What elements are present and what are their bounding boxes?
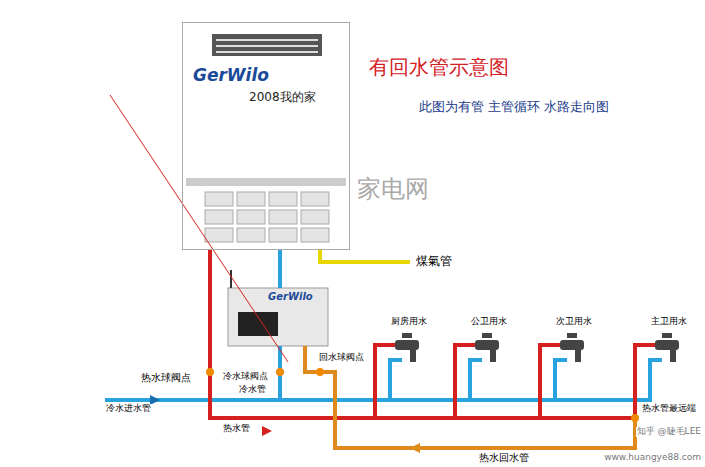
antenna xyxy=(230,270,232,288)
cold-pipe-connector xyxy=(278,250,282,288)
pipe-label: 热水球阀点 xyxy=(140,372,192,383)
pipe-label: 回水球阀点 xyxy=(318,353,365,363)
cold-pipe xyxy=(105,398,652,402)
watermark: www.huangye88.com xyxy=(603,453,702,463)
watermark: 知乎 @睫毛LEE xyxy=(636,427,702,437)
vent xyxy=(212,34,322,56)
pump-controller: GerWilo xyxy=(228,288,328,346)
watermark: 家电网 xyxy=(356,176,430,202)
pipe-label: 次卫用水 xyxy=(555,317,593,327)
pump-body xyxy=(228,288,328,346)
flow-arrow xyxy=(262,426,272,436)
faucets xyxy=(395,333,679,362)
water-heater: GerWilo 2008我的家 xyxy=(182,22,350,250)
pipe-label: 公卫用水 xyxy=(470,317,508,327)
pipe-label: 冷水球阀点 xyxy=(222,372,269,382)
brand-name: GerWilo xyxy=(193,65,269,85)
pipe-label: 主卫用水 xyxy=(650,317,688,327)
node-text: 2008我的家 xyxy=(249,89,316,106)
leader-line xyxy=(110,95,288,362)
gas-pipe xyxy=(320,250,410,262)
risers xyxy=(375,345,662,418)
pipe-label: 冷水进水管 xyxy=(105,404,152,414)
pipe-label: 热水回水管 xyxy=(478,452,530,463)
display-strip xyxy=(186,178,346,186)
caption: 此图为有管 主管循环 水路走向图 xyxy=(418,100,610,114)
pipe-label: 热水管 xyxy=(222,424,251,434)
pipe-label: 厨房用水 xyxy=(390,317,428,327)
pipe-label: 热水管最远端 xyxy=(641,404,697,414)
vent-slats xyxy=(216,40,318,52)
hot-pipe xyxy=(210,250,637,418)
brand-name: GerWilo xyxy=(268,291,313,302)
valve-dots xyxy=(206,368,639,422)
pipe-label: 煤氣管 xyxy=(415,255,453,268)
pump-display xyxy=(238,312,278,336)
flow-arrow xyxy=(410,443,420,453)
pipe-label: 冷水管 xyxy=(238,385,267,395)
grille xyxy=(205,192,329,242)
title: 有回水管示意图 xyxy=(368,56,510,78)
return-pipe xyxy=(305,346,635,448)
